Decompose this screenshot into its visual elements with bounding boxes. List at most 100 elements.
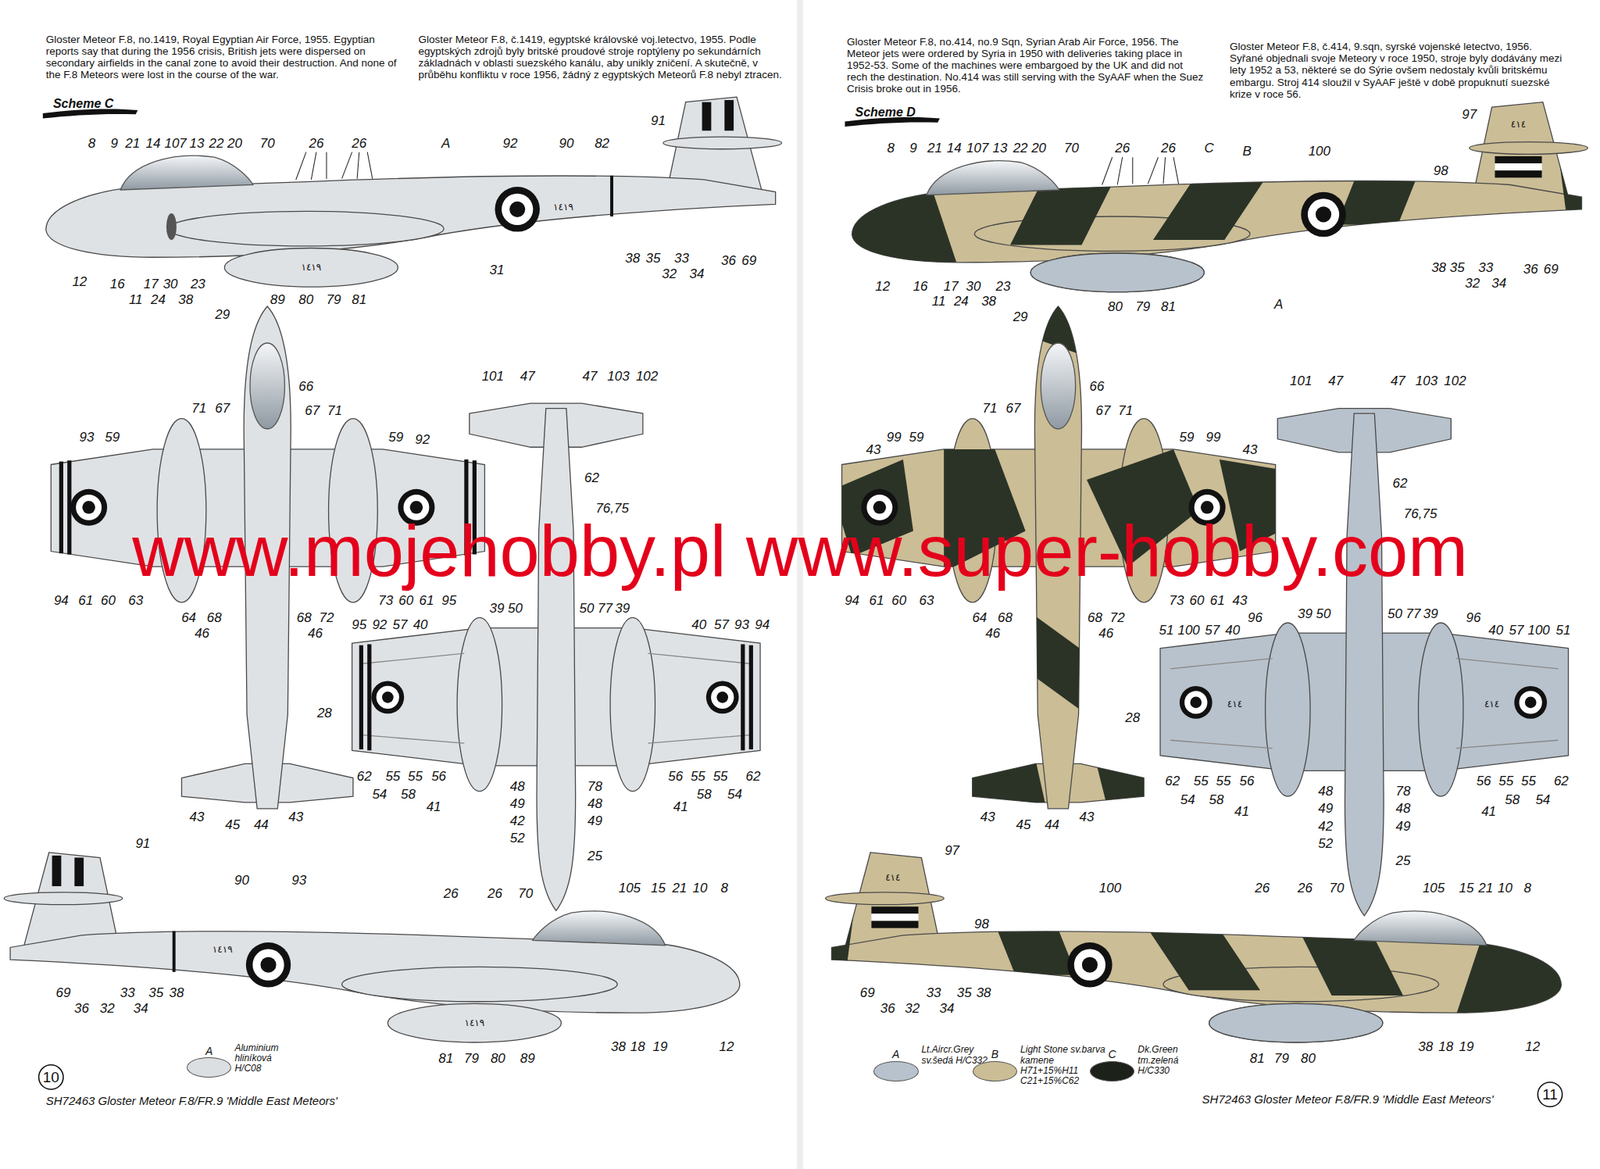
callout-number: 94 — [844, 593, 860, 608]
callout-number: 34 — [133, 1001, 149, 1015]
callout-number: 12 — [1525, 1039, 1540, 1053]
legend-letter: A — [205, 1045, 213, 1057]
callout-number: 44 — [253, 817, 269, 832]
callout-number: 58 — [1504, 792, 1520, 806]
callout-number: 10 — [692, 881, 708, 895]
callout-number: 105 — [618, 881, 641, 895]
aircraft-drawing — [1353, 910, 1487, 946]
callout-number: 59 — [1179, 430, 1195, 444]
callout-number: 38 — [610, 1039, 626, 1053]
callout-number: 94 — [754, 617, 770, 632]
callout-number: 40 — [1225, 622, 1240, 636]
aircraft-drawing — [246, 942, 291, 987]
callout-number: 43 — [866, 442, 882, 456]
callout-number: 40 — [1488, 622, 1504, 636]
callout-number: 54 — [727, 787, 743, 801]
callout-number: 39 — [1297, 606, 1313, 620]
callout-number: 36 — [74, 1001, 90, 1015]
callout-number: 57 — [714, 617, 729, 632]
callout-number: A — [441, 135, 450, 150]
callout-number: 59 — [388, 430, 404, 444]
aircraft-drawing — [871, 906, 918, 914]
callout-number: 93 — [79, 430, 95, 444]
aircraft-drawing — [1102, 157, 1179, 185]
callout-number: 22 — [208, 135, 224, 150]
callout-number: 41 — [426, 799, 442, 813]
callout-number: 107 — [966, 141, 989, 155]
callout-number: 43 — [288, 809, 304, 823]
callout-number: 30 — [163, 277, 179, 291]
callout-number: 26 — [308, 135, 324, 150]
callout-number: 50 — [1387, 606, 1403, 620]
aircraft-drawing — [1494, 170, 1542, 178]
callout-number: 15 — [1458, 881, 1474, 895]
callout-number: 32 — [904, 1001, 920, 1015]
callout-number: 58 — [696, 787, 712, 801]
callout-number: 17 — [143, 277, 159, 291]
callout-number: 38 — [981, 294, 997, 308]
aircraft-drawing — [172, 931, 176, 972]
decal-serial: ١٤١٩ — [212, 944, 233, 954]
callout-number: 51 — [1556, 622, 1572, 636]
callout-number: 69 — [741, 253, 757, 268]
callout-number: 70 — [260, 135, 275, 150]
aircraft-drawing — [3, 852, 740, 1043]
callout-number: 71 — [982, 401, 997, 415]
callout-number: 15 — [650, 881, 666, 895]
callout-number: 46 — [194, 625, 210, 640]
aircraft-drawing — [1300, 192, 1346, 237]
aircraft-drawing — [1160, 408, 1568, 916]
aircraft-drawing — [46, 96, 783, 287]
callout-number: 55 — [1216, 774, 1232, 788]
callout-number: 39 — [489, 601, 505, 615]
aircraft-drawing — [1209, 1003, 1383, 1043]
callout-number: 99 — [1206, 430, 1222, 444]
callout-number: 36 — [880, 1001, 896, 1015]
callout-number: 33 — [1478, 260, 1493, 275]
callout-number: 90 — [234, 872, 250, 886]
callout-number: 62 — [745, 768, 761, 783]
callout-number: 99 — [886, 430, 902, 444]
callout-number: 17 — [943, 278, 959, 293]
aircraft-drawing — [1040, 342, 1075, 429]
aircraft-drawing — [74, 857, 84, 887]
callout-number: 72 — [1110, 610, 1125, 625]
scheme-heading: Scheme D — [855, 105, 916, 120]
callout-number: 67 — [1006, 401, 1022, 415]
callout-number: 45 — [1016, 817, 1032, 832]
callout-number: 21 — [927, 141, 943, 155]
scheme-heading: Scheme C — [53, 96, 114, 111]
decal-serial: ١٤١٩ — [300, 262, 322, 272]
callout-number: 21 — [671, 881, 687, 895]
aircraft-drawing — [532, 910, 666, 946]
callout-number: 77 — [1406, 606, 1422, 620]
callout-number: 95 — [441, 593, 457, 608]
callout-number: 43 — [189, 809, 205, 823]
callout-number: 89 — [270, 292, 286, 306]
callout-number: 14 — [145, 135, 161, 150]
callout-number: 79 — [1135, 299, 1150, 313]
callout-number: 63 — [918, 593, 934, 608]
decal-serial: ٤١٤ — [1484, 699, 1500, 709]
callout-number: 77 — [597, 601, 613, 615]
aircraft-drawing — [46, 96, 783, 287]
callout-number: 97 — [1461, 107, 1477, 122]
callout-number: 13 — [189, 135, 205, 150]
aircraft-drawing — [846, 96, 1592, 271]
aircraft-drawing — [1550, 96, 1592, 215]
callout-number: 56 — [1476, 774, 1492, 788]
callout-number: C — [1204, 141, 1215, 155]
callout-number: 92 — [371, 617, 387, 632]
callout-number: 38 — [1417, 1039, 1433, 1053]
callout-number: 62 — [357, 768, 372, 783]
callout-number: 70 — [1329, 881, 1345, 895]
callout-number: 54 — [1180, 792, 1196, 806]
callout-number: 66 — [1089, 378, 1105, 393]
callout-number: 79 — [464, 1051, 479, 1065]
callout-number: 93 — [734, 617, 750, 632]
callout-number: 98 — [1433, 164, 1449, 178]
callout-number: 76,75 — [1403, 506, 1438, 520]
callout-number: 70 — [517, 885, 533, 900]
aircraft-drawing — [740, 643, 745, 750]
aircraft-drawing — [1153, 178, 1266, 240]
